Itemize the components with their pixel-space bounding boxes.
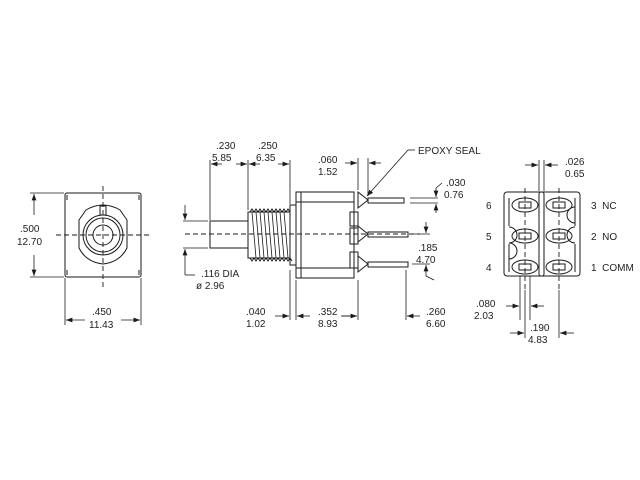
body-in: .352: [318, 307, 338, 318]
pin-label-5: 5: [486, 232, 492, 243]
seal-mm: 1.52: [318, 167, 338, 178]
row-pitch-mm: 4.83: [528, 335, 548, 346]
front-width-mm: 11.43: [89, 320, 114, 331]
pin-width-mm: 2.03: [474, 311, 494, 322]
pin-label-4: 4: [486, 263, 492, 274]
gap-in: .026: [565, 157, 585, 168]
front-height-mm: 12.70: [17, 237, 42, 248]
front-view: [30, 186, 150, 325]
pin-thk-mm: 0.76: [444, 190, 464, 201]
bottom-view: [503, 160, 581, 338]
bushing-dia-in: .116 DIA: [201, 269, 239, 280]
flange-mm: 1.02: [246, 319, 266, 330]
pin-label-6: 6: [486, 201, 492, 212]
pin-label-2-no: 2 NO: [591, 232, 617, 243]
bushing-dia-mm: ø 2.96: [196, 281, 225, 292]
dim-230-mm: 5.85: [212, 153, 232, 164]
epoxy-seal-label: EPOXY SEAL: [418, 146, 481, 157]
pin-len-in: .260: [426, 307, 446, 318]
side-view: [182, 149, 443, 320]
pin-thk-in: .030: [446, 178, 466, 189]
dim-250-in: .250: [258, 141, 278, 152]
pin-label-3-nc: 3 NC: [591, 201, 617, 212]
row-pitch-in: .190: [530, 323, 550, 334]
pin-pitch-in: .185: [418, 243, 438, 254]
dim-250-mm: 6.35: [256, 153, 276, 164]
front-width-in: .450: [92, 307, 112, 318]
seal-in: .060: [318, 155, 338, 166]
gap-mm: 0.65: [565, 169, 585, 180]
dim-230-in: .230: [216, 141, 236, 152]
pin-label-1-comm: 1 COMM: [591, 263, 634, 274]
pin-width-in: .080: [476, 299, 496, 310]
pin-pitch-mm: 4.70: [416, 255, 436, 266]
pin-len-mm: 6.60: [426, 319, 446, 330]
flange-in: .040: [246, 307, 266, 318]
front-height-in: .500: [20, 224, 40, 235]
body-mm: 8.93: [318, 319, 338, 330]
